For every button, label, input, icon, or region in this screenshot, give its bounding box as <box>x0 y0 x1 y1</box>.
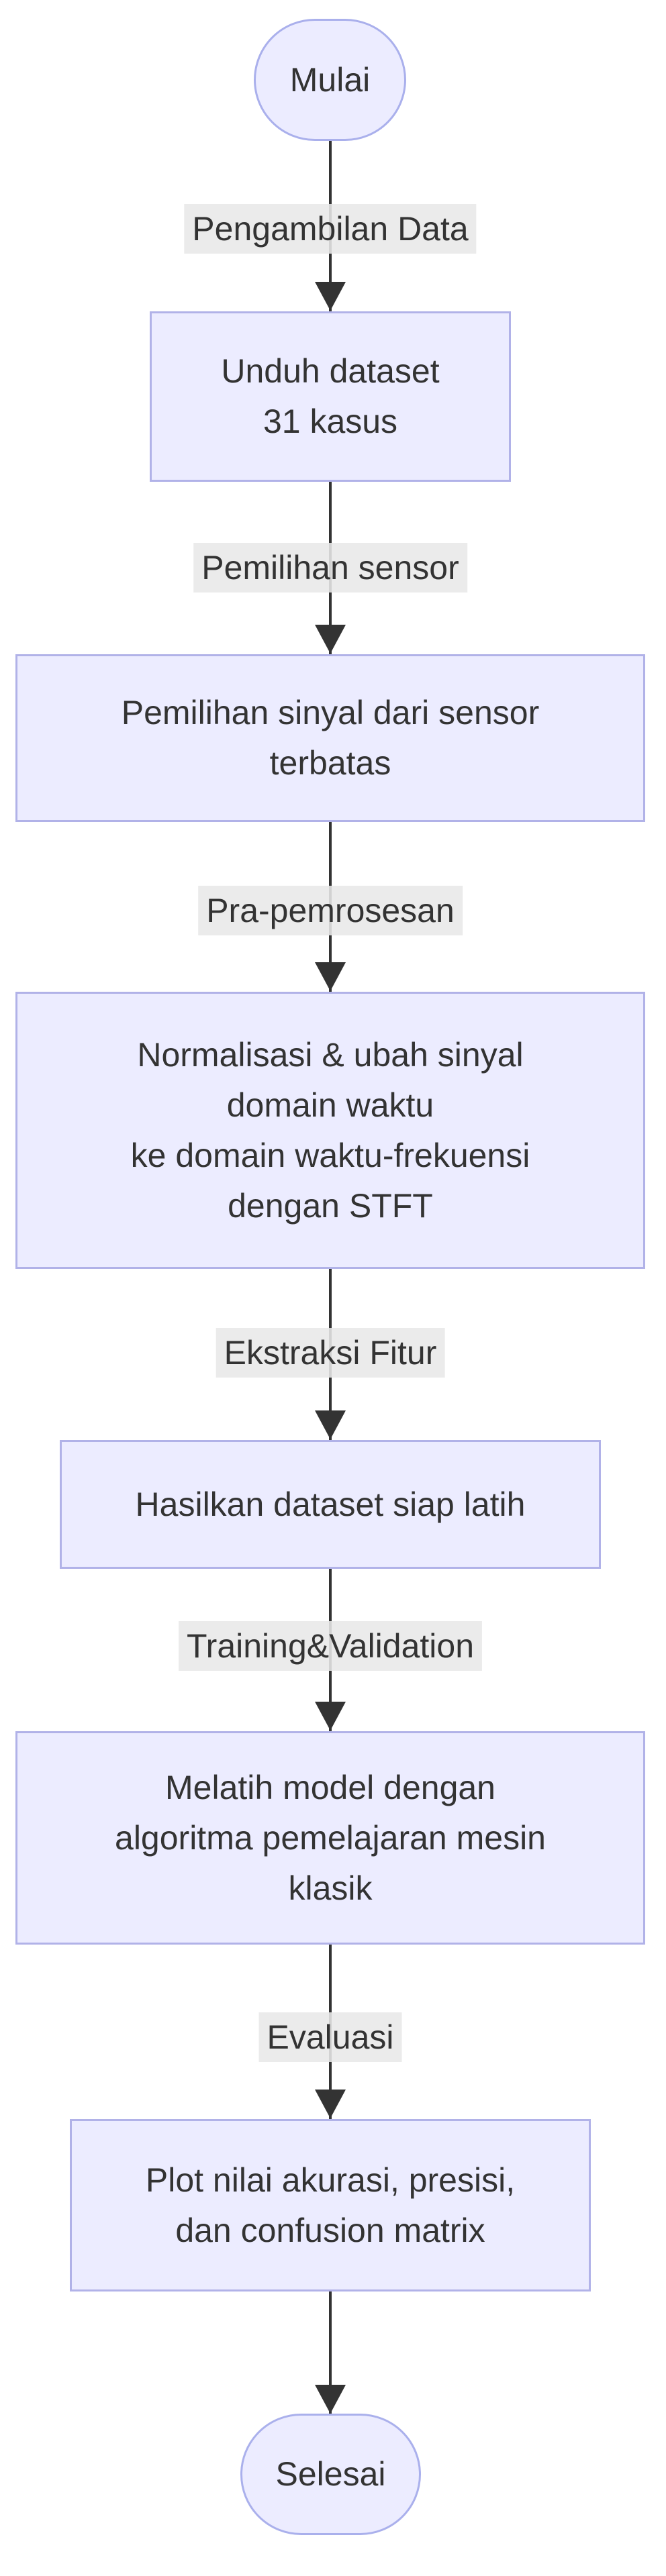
arrowhead-down-icon <box>315 282 346 311</box>
node-selesai: Selesai <box>240 2414 421 2535</box>
edge-label-training-validation: Training&Validation <box>178 1621 483 1671</box>
node-melatih-model: Melatih model dengan algoritma pemelajar… <box>15 1731 645 1945</box>
node-plot-hasil: Plot nilai akurasi, presisi, dan confusi… <box>70 2119 591 2291</box>
edge-label-pemilihan-sensor: Pemilihan sensor <box>193 543 467 593</box>
edge-label-evaluasi: Evaluasi <box>258 2012 402 2062</box>
arrowhead-down-icon <box>315 2090 346 2118</box>
arrowhead-down-icon <box>315 2385 346 2414</box>
edge-label-pra-pemrosesan: Pra-pemrosesan <box>198 886 463 935</box>
arrowhead-down-icon <box>315 962 346 991</box>
node-mulai: Mulai <box>254 19 406 141</box>
arrowhead-down-icon <box>315 1410 346 1439</box>
edge-label-pengambilan-data: Pengambilan Data <box>184 204 477 254</box>
arrowhead-down-icon <box>315 625 346 654</box>
node-hasilkan-dataset: Hasilkan dataset siap latih <box>60 1440 601 1569</box>
edge-label-ekstraksi-fitur: Ekstraksi Fitur <box>216 1328 445 1378</box>
node-unduh-dataset: Unduh dataset 31 kasus <box>150 311 511 482</box>
node-normalisasi-stft: Normalisasi & ubah sinyal domain waktu k… <box>15 992 645 1269</box>
arrowhead-down-icon <box>315 1702 346 1731</box>
edge-line-7 <box>329 2291 332 2414</box>
node-pemilihan-sinyal: Pemilihan sinyal dari sensor terbatas <box>15 654 645 822</box>
